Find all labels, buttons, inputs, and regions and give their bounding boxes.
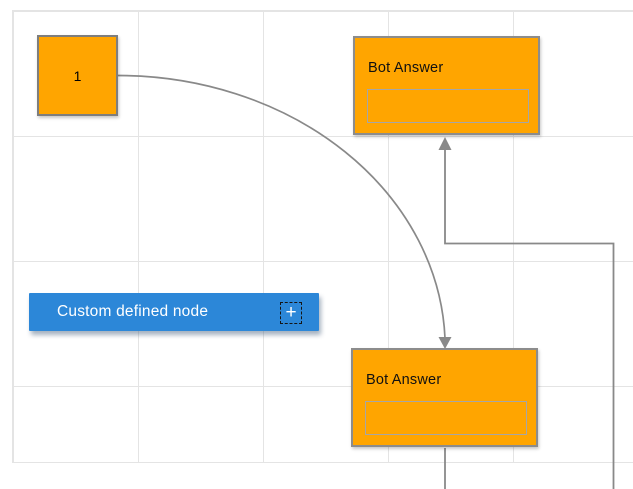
bot-answer-field[interactable] [365,401,527,435]
start-node-label: 1 [73,67,82,84]
bot-answer-field[interactable] [367,89,529,123]
arrowhead-down-icon [438,337,452,349]
add-node-button[interactable]: + [280,302,302,324]
start-node[interactable]: 1 [37,35,118,116]
custom-defined-node[interactable]: Custom defined node + [29,293,319,331]
arrowhead-up-icon [438,137,452,150]
connector-orthogonal[interactable] [444,150,615,489]
custom-node-label: Custom defined node [57,303,209,320]
bot-answer-title: Bot Answer [366,372,442,388]
bot-answer-node-bottom[interactable]: Bot Answer [351,348,538,447]
connector-curved[interactable] [117,74,446,339]
bot-answer-node-top[interactable]: Bot Answer [353,36,540,135]
bot-answer-title: Bot Answer [368,60,444,76]
plus-icon: + [285,301,297,323]
